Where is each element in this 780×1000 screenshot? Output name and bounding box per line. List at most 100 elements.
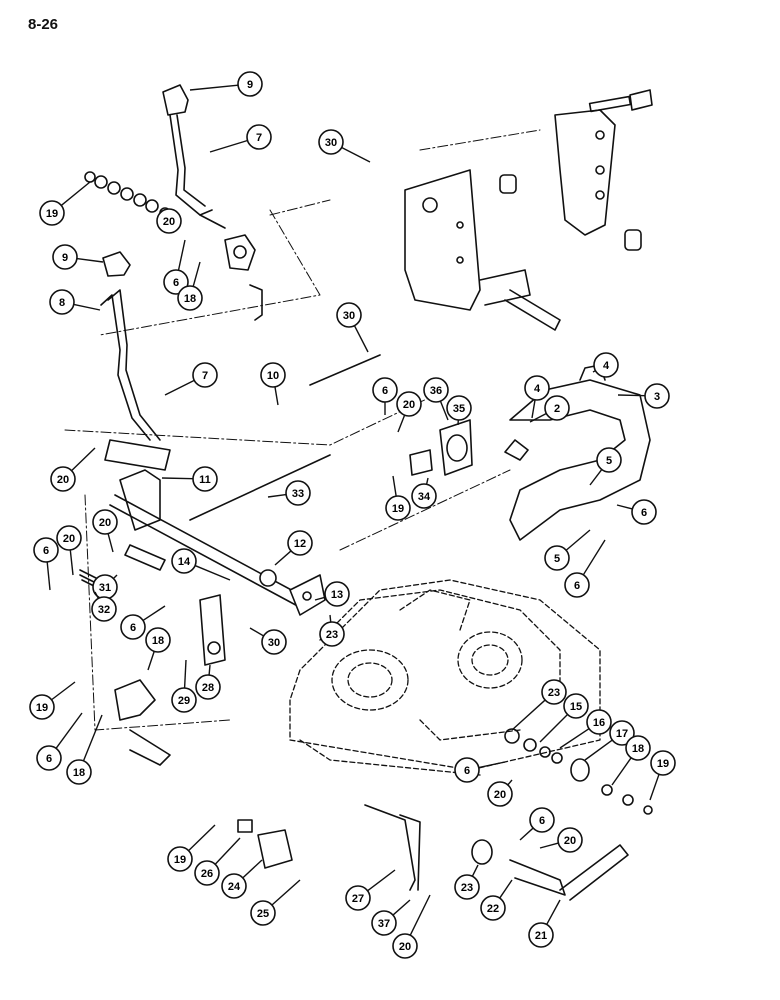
callout-31: 31 bbox=[92, 574, 118, 600]
callout-23: 23 bbox=[454, 864, 480, 900]
callout-leader bbox=[46, 561, 51, 591]
callout-bubble bbox=[385, 495, 411, 521]
callout-leader bbox=[183, 659, 187, 689]
callout-18: 18 bbox=[145, 627, 171, 671]
callout-leader bbox=[611, 757, 632, 786]
callout-bubble bbox=[586, 709, 612, 735]
callout-leader bbox=[194, 564, 231, 581]
callout-label: 20 bbox=[564, 835, 576, 847]
callout-label: 3 bbox=[654, 391, 660, 403]
callout-bubble bbox=[49, 289, 75, 315]
callout-bubble bbox=[593, 352, 619, 378]
callout-leader bbox=[565, 529, 591, 551]
callout-bubble bbox=[261, 629, 287, 655]
callout-label: 6 bbox=[46, 753, 52, 765]
callout-bubble bbox=[480, 895, 506, 921]
callout-label: 6 bbox=[173, 277, 179, 289]
callout-bubble bbox=[392, 933, 418, 959]
callout-36: 36 bbox=[423, 377, 449, 421]
callout-leader bbox=[164, 379, 195, 396]
connecting-rod bbox=[189, 354, 381, 521]
callout-bubble bbox=[285, 480, 311, 506]
callout-leader bbox=[249, 627, 264, 637]
page-number: 8-26 bbox=[28, 16, 59, 33]
callout-label: 6 bbox=[539, 815, 545, 827]
callout-label: 6 bbox=[382, 385, 388, 397]
callout-12: 12 bbox=[274, 530, 313, 566]
callout-label: 4 bbox=[534, 383, 541, 395]
callout-label: 6 bbox=[464, 765, 470, 777]
callout-bubble bbox=[528, 922, 554, 948]
callout-19: 19 bbox=[649, 750, 676, 801]
callout-bubble bbox=[557, 827, 583, 853]
callout-6: 6 bbox=[163, 239, 189, 295]
shaft-hardware-stack bbox=[504, 728, 653, 815]
callout-bubble bbox=[319, 621, 345, 647]
callout-leader bbox=[539, 713, 569, 743]
callout-leader bbox=[142, 605, 166, 622]
callout-leader bbox=[499, 879, 513, 899]
callout-bubble bbox=[192, 466, 218, 492]
callout-label: 9 bbox=[62, 252, 68, 264]
callout-11: 11 bbox=[161, 466, 218, 492]
callout-leader bbox=[584, 739, 613, 761]
callout-leader bbox=[511, 699, 546, 731]
callout-20: 20 bbox=[487, 779, 513, 807]
callout-label: 24 bbox=[228, 881, 241, 893]
callout-label: 10 bbox=[267, 370, 279, 382]
pivot-bracket-upper bbox=[224, 234, 263, 321]
callout-label: 6 bbox=[130, 622, 136, 634]
callout-leader bbox=[147, 651, 155, 671]
callout-leader bbox=[589, 469, 603, 486]
callout-leader bbox=[274, 550, 292, 566]
callout-bubble bbox=[221, 873, 247, 899]
lower-hand-lever bbox=[100, 251, 171, 471]
callout-leader bbox=[94, 591, 100, 599]
callout-label: 31 bbox=[99, 582, 111, 594]
callout-leader bbox=[367, 869, 396, 892]
callout-leader bbox=[51, 681, 76, 701]
callout-label: 37 bbox=[378, 918, 390, 930]
callout-34: 34 bbox=[411, 477, 437, 509]
callout-label: 27 bbox=[352, 893, 364, 905]
bearing-bracket bbox=[409, 419, 473, 476]
callout-leader bbox=[529, 412, 547, 423]
callout-20: 20 bbox=[539, 827, 583, 853]
callout-bubble bbox=[167, 846, 193, 872]
callout-label: 26 bbox=[201, 868, 213, 880]
callout-23: 23 bbox=[319, 614, 345, 647]
callout-3: 3 bbox=[617, 383, 670, 409]
callout-16: 16 bbox=[559, 709, 612, 749]
callout-bubble bbox=[120, 614, 146, 640]
lower-linkage bbox=[114, 594, 226, 766]
callout-6: 6 bbox=[454, 757, 506, 783]
callout-leader bbox=[546, 899, 561, 925]
callout-leader bbox=[649, 774, 660, 801]
callout-label: 32 bbox=[98, 604, 110, 616]
callout-leader bbox=[392, 899, 411, 916]
callout-33: 33 bbox=[267, 480, 311, 506]
callout-leader bbox=[161, 477, 194, 480]
callout-6: 6 bbox=[564, 539, 606, 598]
callout-20: 20 bbox=[396, 391, 422, 433]
callout-leader bbox=[208, 664, 211, 676]
callout-label: 5 bbox=[606, 455, 612, 467]
callout-label: 20 bbox=[163, 216, 175, 228]
callout-6: 6 bbox=[519, 807, 555, 841]
callout-bubble bbox=[529, 807, 555, 833]
lever-bracket bbox=[119, 469, 161, 531]
callout-19: 19 bbox=[39, 181, 91, 226]
callout-label: 6 bbox=[574, 580, 580, 592]
callout-bubble bbox=[396, 391, 422, 417]
callout-leader bbox=[616, 504, 633, 510]
callout-bubble bbox=[194, 860, 220, 886]
callout-bubble bbox=[650, 750, 676, 776]
callout-30: 30 bbox=[336, 302, 369, 353]
callout-leader bbox=[73, 303, 101, 311]
callout-20: 20 bbox=[392, 894, 431, 959]
callout-leader bbox=[425, 477, 429, 485]
upper-hand-lever bbox=[162, 84, 226, 229]
callout-22: 22 bbox=[480, 879, 513, 921]
callout-bubble bbox=[177, 285, 203, 311]
callout-label: 18 bbox=[632, 743, 644, 755]
